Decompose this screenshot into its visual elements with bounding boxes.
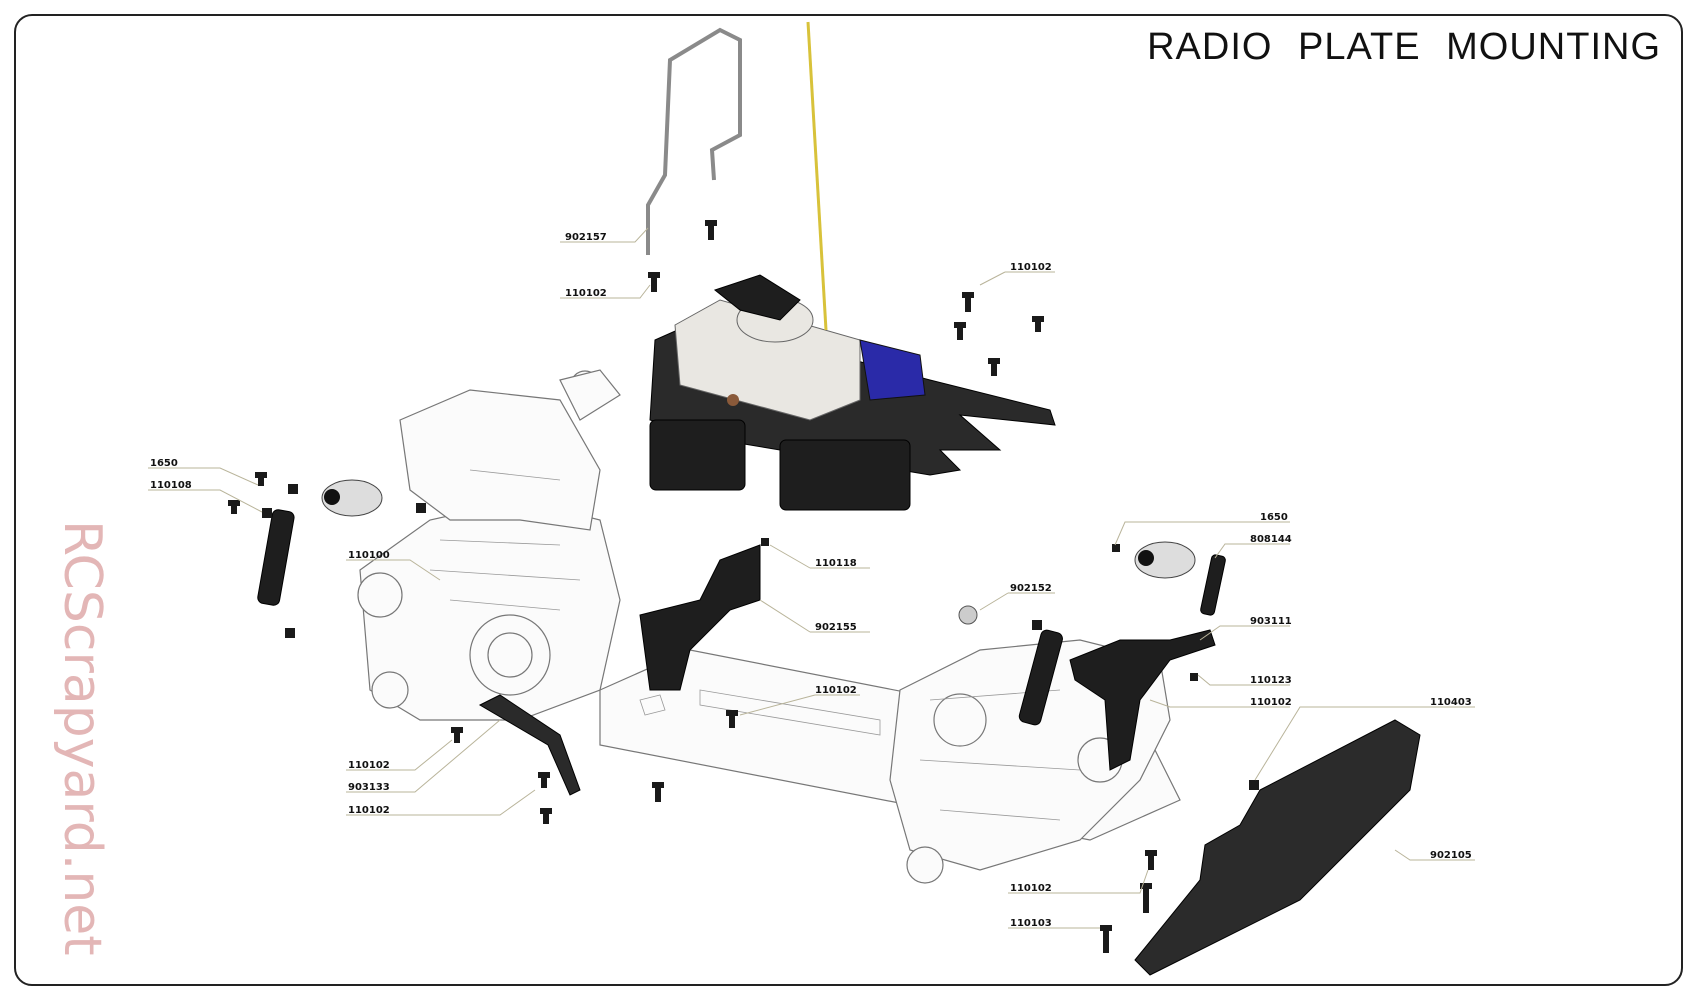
spacer-902152	[958, 605, 978, 625]
callout-110102-bumper: 110102	[1010, 883, 1052, 894]
radio-plate	[649, 274, 1056, 511]
antenna-tube	[806, 21, 828, 331]
front-shock-tower	[1069, 629, 1216, 771]
callout-1650-rear: 1650	[150, 458, 178, 469]
callout-110102-radio-left: 110102	[565, 288, 607, 299]
callout-110108: 110108	[150, 480, 192, 491]
body-mount-wire	[646, 27, 742, 255]
callout-110100: 110100	[348, 550, 390, 561]
diagram-title: RADIO PLATE MOUNTING	[1147, 26, 1661, 68]
callout-labels: 902157 110102 110102 1650 110108 110100 …	[150, 232, 1472, 929]
callout-110118: 110118	[815, 558, 857, 569]
leader-lines	[148, 227, 1475, 929]
callout-902105: 902105	[1430, 850, 1472, 861]
callout-902155: 902155	[815, 622, 857, 633]
callout-903111: 903111	[1250, 616, 1292, 627]
callout-110403: 110403	[1430, 697, 1472, 708]
callout-110102-plate: 110102	[815, 685, 857, 696]
front-bumper	[1134, 719, 1421, 976]
callout-110102-rear-b: 110102	[348, 805, 390, 816]
callout-903133: 903133	[348, 782, 390, 793]
diagram-frame	[14, 14, 1683, 986]
callout-902152: 902152	[1010, 583, 1052, 594]
callout-110123: 110123	[1250, 675, 1292, 686]
callout-110102-radio-right: 110102	[1010, 262, 1052, 273]
front-shock	[1018, 541, 1226, 726]
rear-shock	[257, 479, 383, 606]
rear-brace	[478, 694, 581, 796]
callout-110103: 110103	[1010, 918, 1052, 929]
upper-deck-mount	[639, 544, 761, 691]
callout-902157: 902157	[565, 232, 607, 243]
callout-110102-rear-a: 110102	[348, 760, 390, 771]
callout-808144: 808144	[1250, 534, 1292, 545]
rear-transmission	[357, 369, 621, 721]
callout-1650-front: 1650	[1260, 512, 1288, 523]
callout-110102-front: 110102	[1250, 697, 1292, 708]
screws	[228, 220, 1259, 953]
